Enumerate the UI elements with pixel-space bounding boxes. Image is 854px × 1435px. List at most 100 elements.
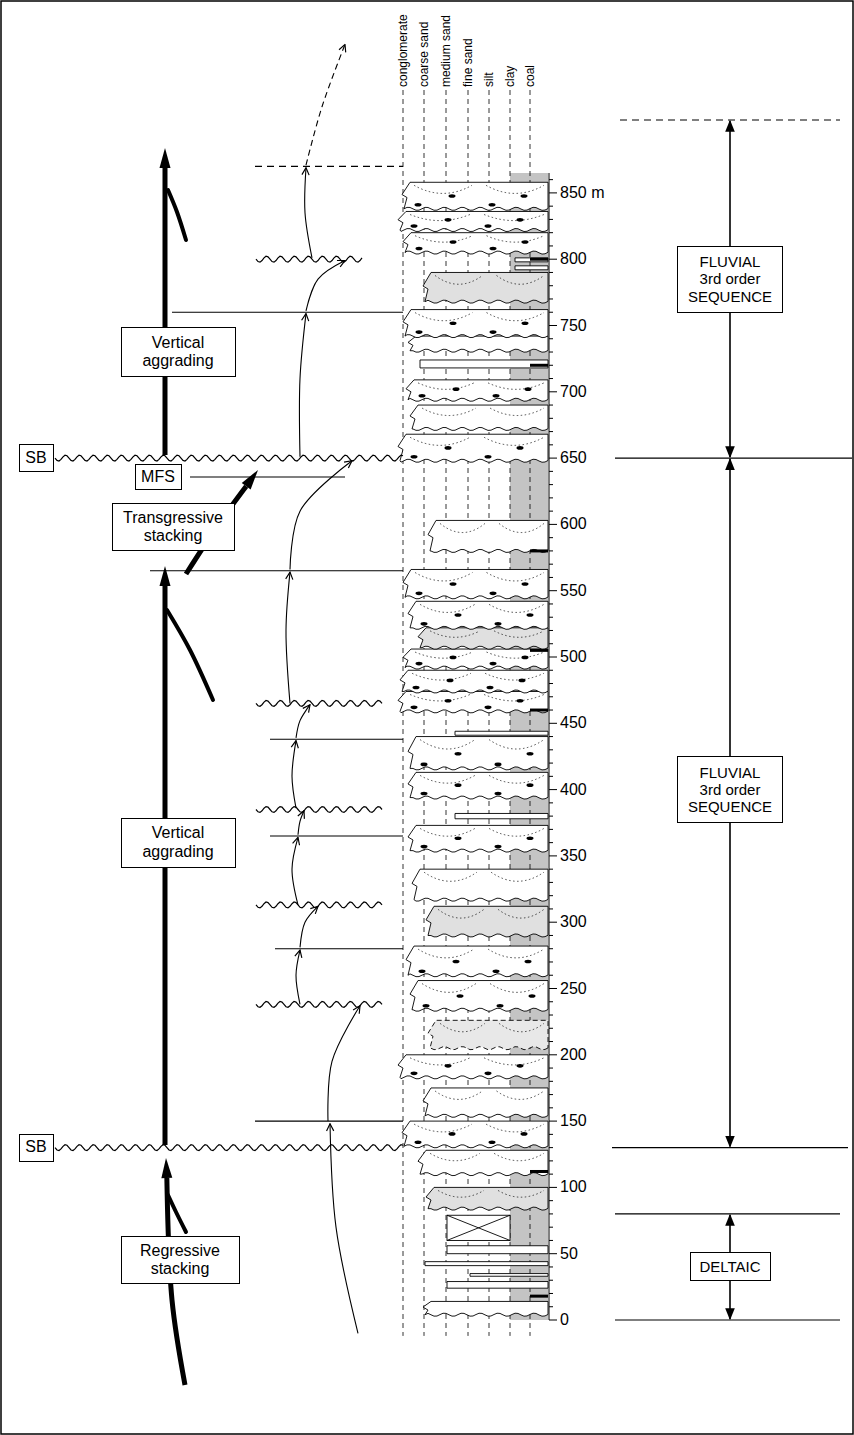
pebble — [495, 845, 502, 849]
trough-cross-bedding — [415, 236, 473, 242]
depth-tick — [549, 736, 553, 737]
depth-tick — [549, 471, 553, 472]
depth-tick — [549, 1320, 557, 1321]
box-text: SB — [25, 449, 46, 467]
depth-tick — [549, 1306, 553, 1307]
pebble — [495, 792, 502, 796]
sandstone-body — [515, 266, 548, 270]
trough-cross-bedding — [415, 652, 473, 658]
pebble — [522, 656, 529, 660]
pebble — [411, 706, 418, 710]
trend-arrow-barb — [167, 610, 213, 700]
trough-cross-bedding — [422, 984, 476, 993]
pebble — [416, 247, 423, 251]
pebble — [519, 679, 526, 683]
sandstone-body — [406, 380, 548, 401]
pebble — [423, 1004, 430, 1008]
depth-tick — [549, 325, 557, 326]
sequence-limit-line — [612, 1147, 848, 1148]
sandstone-body — [426, 906, 548, 937]
pebble — [485, 224, 492, 228]
stacking-pattern-box: Transgressive stacking — [112, 503, 235, 551]
trough-cross-bedding — [494, 631, 544, 637]
pebble — [495, 622, 502, 626]
depth-tick — [549, 550, 553, 551]
missing-section-cross — [447, 1215, 510, 1240]
cycle-arrow — [306, 261, 345, 311]
pebble — [493, 969, 500, 973]
trough-cross-bedding — [498, 909, 544, 918]
trough-cross-bedding — [498, 1190, 544, 1197]
trough-cross-bedding — [488, 949, 544, 958]
coal-seam — [530, 649, 548, 652]
pebble — [445, 218, 452, 222]
sandstone-body — [420, 360, 548, 368]
pebble — [522, 240, 529, 244]
cycle-arrow — [296, 950, 300, 1004]
erosion-surface — [256, 807, 382, 813]
depth-tick — [549, 1253, 557, 1254]
depth-tick — [549, 1174, 553, 1175]
trough-cross-bedding — [415, 572, 473, 580]
depth-tick — [549, 908, 553, 909]
pebble — [450, 240, 457, 244]
trough-cross-bedding — [489, 604, 544, 612]
pebble — [416, 592, 423, 596]
trough-cross-bedding — [499, 523, 544, 532]
trough-cross-bedding — [410, 694, 470, 700]
trough-cross-bedding — [487, 572, 545, 580]
depth-tick — [549, 657, 557, 658]
erosion-surface — [256, 700, 382, 706]
depth-tick — [549, 1213, 553, 1214]
stacking-pattern-box: Vertical aggrading — [121, 327, 236, 377]
sandstone-body — [428, 1020, 548, 1049]
trough-cross-bedding — [497, 1091, 545, 1099]
sandstone-body — [455, 731, 548, 735]
pebble — [527, 752, 534, 756]
trend-arrow-barb — [168, 1195, 186, 1232]
cycle-arrow — [292, 741, 296, 809]
depth-label: 700 — [560, 383, 587, 401]
depth-label: 400 — [560, 781, 587, 799]
flooding-surface — [270, 835, 403, 836]
pebble — [527, 836, 534, 840]
depth-tick — [549, 537, 553, 538]
pebble — [493, 394, 500, 398]
depth-label: 650 — [560, 449, 587, 467]
pebble — [527, 613, 534, 617]
pebble — [411, 455, 418, 459]
depth-label: 500 — [560, 648, 587, 666]
trough-cross-bedding — [435, 1091, 483, 1099]
trend-arrow-head — [160, 148, 171, 168]
pebble — [447, 679, 454, 683]
sandstone-body — [398, 211, 548, 231]
sandstone-body — [410, 405, 548, 430]
depth-tick — [549, 590, 557, 591]
depth-tick — [549, 192, 557, 193]
trough-cross-bedding — [415, 313, 473, 321]
sequence-limit-line — [615, 458, 852, 459]
box-text: SB — [25, 1138, 46, 1156]
trough-cross-bedding — [489, 775, 544, 783]
depth-label: 0 — [560, 1311, 569, 1329]
pebble — [419, 969, 426, 973]
trough-cross-bedding — [420, 775, 475, 783]
trough-cross-bedding — [440, 1023, 485, 1031]
depth-tick — [549, 869, 553, 870]
depth-tick — [549, 365, 553, 366]
sandstone-body — [408, 336, 548, 352]
pebble — [455, 752, 462, 756]
trough-cross-bedding — [424, 872, 477, 881]
trough-cross-bedding — [420, 740, 475, 749]
sandstone-body — [406, 946, 548, 977]
pebble — [487, 686, 494, 690]
pebble — [413, 686, 420, 690]
depth-tick — [549, 643, 553, 644]
pebble — [421, 622, 428, 626]
pebble — [522, 321, 529, 325]
sandstone-body — [398, 434, 548, 462]
trough-cross-bedding — [487, 313, 545, 321]
top-surface-dashed — [255, 166, 403, 167]
